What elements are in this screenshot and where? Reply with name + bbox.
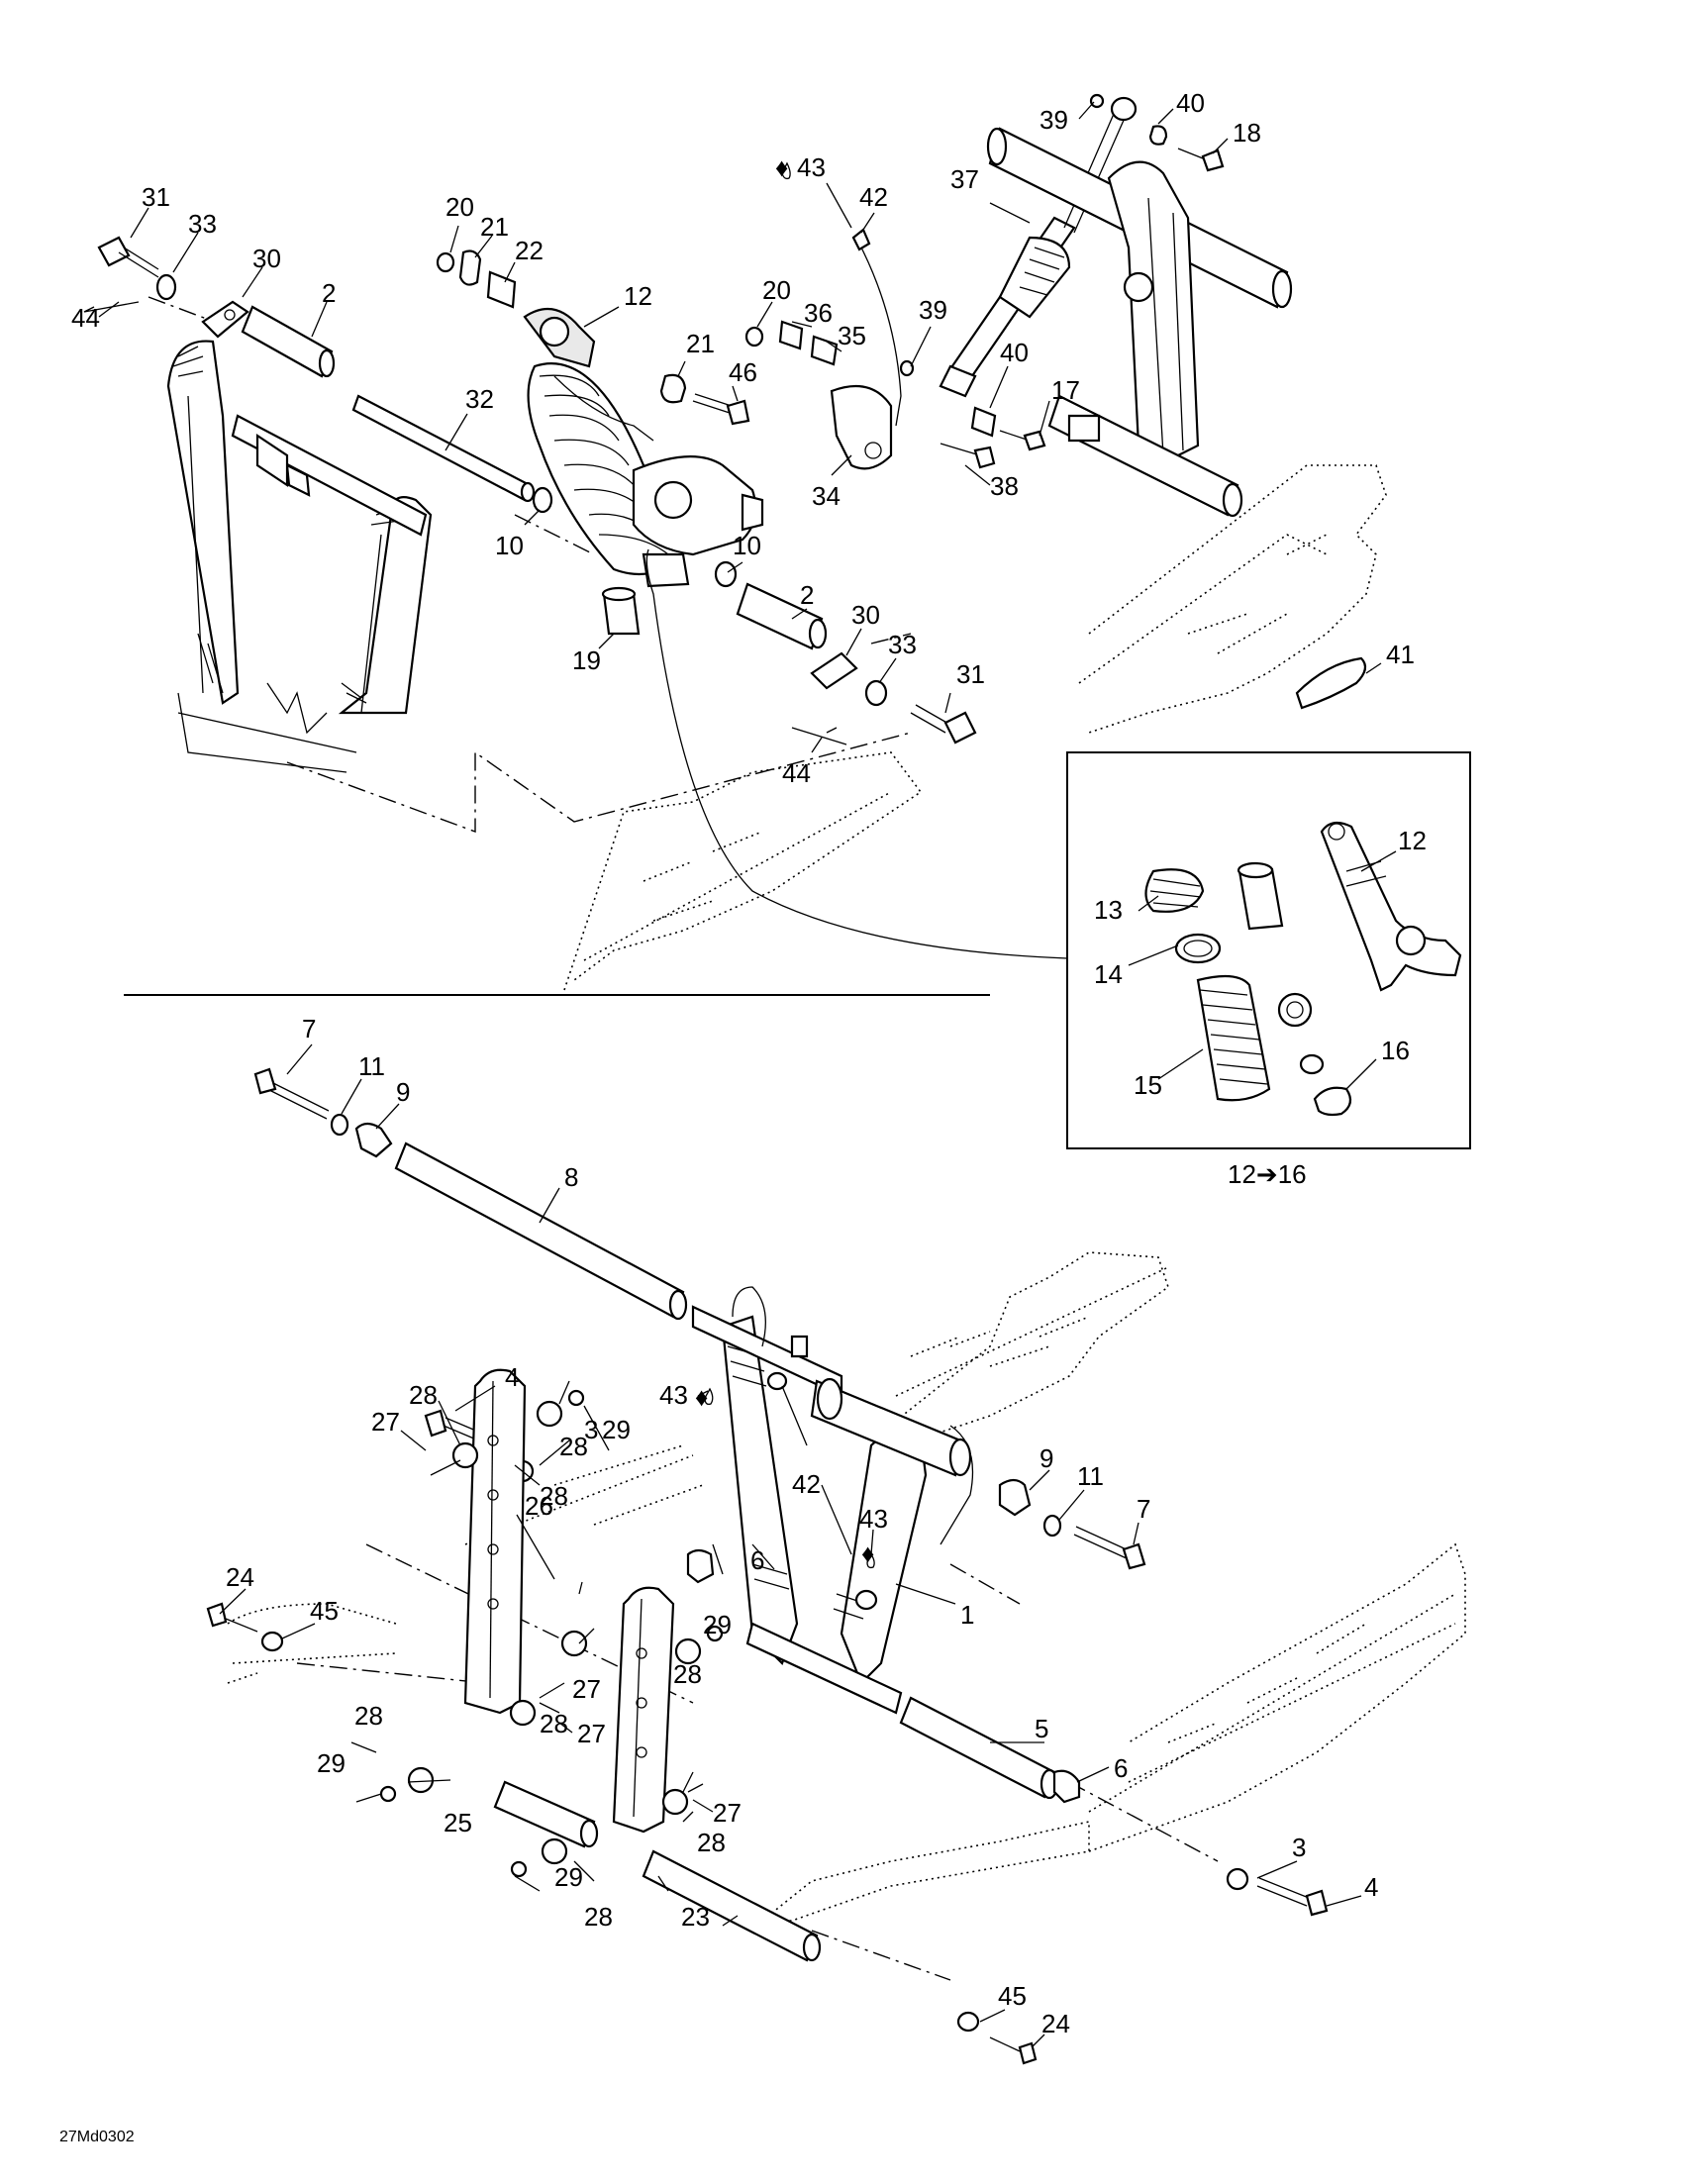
callout: 17: [1051, 375, 1080, 405]
callout: 43: [797, 152, 826, 182]
callout: 2: [800, 580, 814, 610]
callout: 9: [396, 1077, 410, 1107]
callout: 27: [371, 1407, 400, 1437]
callout: 28: [540, 1709, 568, 1738]
callout: 10: [733, 531, 761, 560]
upper-assembly: [83, 93, 1387, 991]
callout: 19: [572, 645, 601, 675]
callout: 20: [446, 192, 474, 222]
inset-shock-detail: [645, 548, 1471, 1149]
callout: 11: [1077, 1461, 1104, 1491]
callout: 8: [564, 1162, 578, 1192]
callout: 14: [1094, 959, 1123, 989]
callout: 30: [851, 600, 880, 630]
callout: 9: [1040, 1443, 1053, 1473]
callout: 33: [888, 630, 917, 659]
callout: 30: [252, 244, 281, 273]
callout: 21: [686, 329, 715, 358]
callout: 4: [505, 1362, 519, 1392]
callout: 7: [1137, 1494, 1150, 1524]
inset-caption: 12➔16: [1228, 1159, 1307, 1189]
callout: 38: [990, 471, 1019, 501]
callout: 36: [804, 298, 833, 328]
callout: 23: [681, 1902, 710, 1932]
callout: 4: [1364, 1872, 1378, 1902]
callout: 5: [1035, 1714, 1048, 1743]
callout: 6: [1114, 1753, 1128, 1783]
callout: 31: [142, 182, 170, 212]
callout: 20: [762, 275, 791, 305]
callout: 24: [1041, 2009, 1070, 2038]
callout: 28: [584, 1902, 613, 1932]
callout: 27: [572, 1674, 601, 1704]
callout: 18: [1233, 118, 1261, 148]
callout: 29: [317, 1748, 346, 1778]
callout: 33: [188, 209, 217, 239]
callout: 42: [859, 182, 888, 212]
callout: 40: [1000, 338, 1029, 367]
drop-icon: ♦: [695, 1382, 708, 1412]
callout: 34: [812, 481, 841, 511]
callout: 35: [838, 321, 866, 350]
callout: 40: [1176, 88, 1205, 118]
callout: 28: [409, 1380, 438, 1410]
callout: 28: [673, 1659, 702, 1689]
callout: 2: [322, 278, 336, 308]
callout: 16: [1381, 1036, 1410, 1065]
callout: 39: [919, 295, 947, 325]
callout: 27: [577, 1719, 606, 1748]
callout: 29: [703, 1610, 732, 1639]
callout: 46: [729, 357, 757, 387]
callout: 3: [584, 1415, 598, 1444]
callout: 42: [792, 1469, 821, 1499]
diagram-id: 27Md0302: [59, 2129, 135, 2145]
callout: 3: [1292, 1833, 1306, 1862]
callout: 44: [71, 303, 100, 333]
callout: 21: [480, 212, 509, 242]
callout: 45: [310, 1596, 339, 1626]
callout: 28: [697, 1828, 726, 1857]
callout: 39: [1040, 105, 1068, 135]
callout: 1: [960, 1600, 974, 1630]
callout: 6: [750, 1545, 764, 1575]
callout: 29: [602, 1415, 631, 1444]
leader-lines: [98, 101, 1397, 2048]
callout: 41: [1386, 640, 1415, 669]
callout: 37: [950, 164, 979, 194]
callout: 26: [525, 1491, 553, 1521]
callout: 24: [226, 1562, 254, 1592]
callout: 32: [465, 384, 494, 414]
callout: 11: [358, 1051, 385, 1081]
callout: 12: [624, 281, 652, 311]
lower-assembly: [206, 1067, 1466, 2065]
callout: 28: [540, 1481, 568, 1511]
callout: 43: [659, 1380, 688, 1410]
callout: 29: [554, 1862, 583, 1892]
callout: 31: [956, 659, 985, 689]
callout: 12: [1398, 826, 1427, 855]
callout: 43: [859, 1504, 888, 1534]
drop-icon: ♦: [861, 1539, 874, 1568]
callouts-bottom: 7 11 9 8 4 3 43 42 43 9 11 7 28 27 28 29…: [226, 1014, 1378, 2038]
callout: 45: [998, 1981, 1027, 2011]
callout: 28: [559, 1432, 588, 1461]
callout: 44: [782, 758, 811, 788]
callout: 25: [444, 1808, 472, 1837]
callout: 15: [1134, 1070, 1162, 1100]
callouts-top: 31 33 30 2 44 20 21 22 12 32 10 19 20 36…: [71, 88, 1415, 788]
drop-icon: ♦: [775, 152, 788, 182]
callout: 7: [302, 1014, 316, 1043]
callout: 10: [495, 531, 524, 560]
callout: 27: [713, 1798, 742, 1828]
callout: 13: [1094, 895, 1123, 925]
callout: 22: [515, 236, 544, 265]
callout: 28: [354, 1701, 383, 1731]
callouts-inset: 12 13 14 15 16 12➔16: [1094, 826, 1427, 1189]
